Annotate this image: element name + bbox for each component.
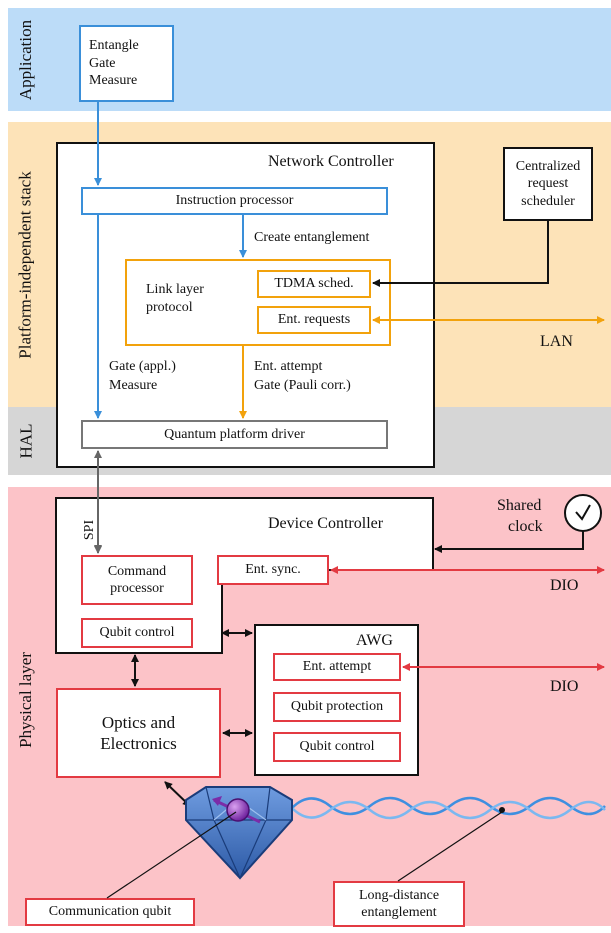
gate-appl-label: Gate (appl.) [109, 359, 176, 374]
command-processor-overlay-line-1: Command [107, 563, 167, 579]
qubit-spin-icon [212, 796, 261, 824]
app-gate: Gate [89, 55, 116, 71]
ent-sync-box-overlay: Ent. sync. [217, 555, 329, 585]
lan-label: LAN [540, 333, 573, 350]
app-entangle: Entangle [89, 38, 139, 54]
long-distance-pointer [397, 811, 503, 882]
ent-attempt-label: Ent. attempt [254, 359, 323, 374]
measure-label: Measure [109, 378, 158, 393]
optics-line-1: Optics and [101, 712, 176, 732]
device-qubit-control-box-overlay: Qubit control [81, 618, 193, 648]
entanglement-wave-2 [291, 800, 606, 820]
command-processor-overlay-line-2: processor [110, 581, 164, 596]
create-entanglement-label: Create entanglement [254, 230, 370, 245]
scheduler-line-2: request [527, 176, 569, 192]
long-distance-line-2: entanglement [361, 905, 437, 920]
awg-qubit-control-box: Qubit control [273, 732, 401, 762]
centralized-scheduler-box: Centralized request scheduler [503, 147, 593, 221]
ent-requests-box: Ent. requests [257, 306, 371, 334]
optics-line-2: Electronics [100, 734, 177, 753]
long-distance-line-1: Long-distance [358, 887, 440, 903]
network-controller-title: Network Controller [268, 153, 394, 170]
communication-qubit-pointer [106, 811, 237, 899]
application-commands-box: Entangle Gate Measure [79, 25, 174, 102]
clock-icon [564, 494, 602, 532]
long-distance-entanglement-label: Long-distance entanglement [333, 881, 465, 927]
shared-clock-line-2: clock [508, 518, 543, 535]
awg-ent-attempt-box: Ent. attempt [273, 653, 401, 681]
device-controller-title-overlay: Device Controller [268, 515, 384, 532]
shared-clock-line-1: Shared [497, 497, 542, 514]
command-processor-box-overlay: Command processor [81, 555, 193, 605]
entanglement-wave-1 [291, 796, 606, 816]
scheduler-line-3: scheduler [521, 193, 575, 209]
communication-qubit-label: Communication qubit [25, 898, 195, 926]
spi-label-overlay: SPI [82, 519, 98, 541]
scheduler-to-tdma-arrow [372, 221, 549, 287]
app-measure: Measure [89, 73, 138, 89]
link-layer-label-1: Link layer [146, 282, 204, 297]
spi-label-overlay-wrap: SPI [80, 510, 100, 550]
scheduler-line-1: Centralized [515, 158, 581, 174]
awg-title: AWG [356, 632, 393, 649]
dio-label-2: DIO [550, 678, 579, 695]
clock-hands [575, 504, 591, 521]
link-layer-label-2: protocol [146, 300, 193, 315]
long-distance-pointer-dot [499, 807, 505, 813]
gate-pauli-label: Gate (Pauli corr.) [254, 378, 351, 393]
instruction-processor-box: Instruction processor [81, 187, 388, 215]
optics-electronics-box: Optics and Electronics [56, 688, 221, 778]
dio-label-1: DIO [550, 577, 579, 594]
quantum-platform-driver-box: Quantum platform driver [81, 420, 388, 449]
clock-to-device-arrow [434, 531, 584, 553]
awg-qubit-protection-box: Qubit protection [273, 692, 401, 722]
tdma-scheduler-box: TDMA sched. [257, 270, 371, 298]
